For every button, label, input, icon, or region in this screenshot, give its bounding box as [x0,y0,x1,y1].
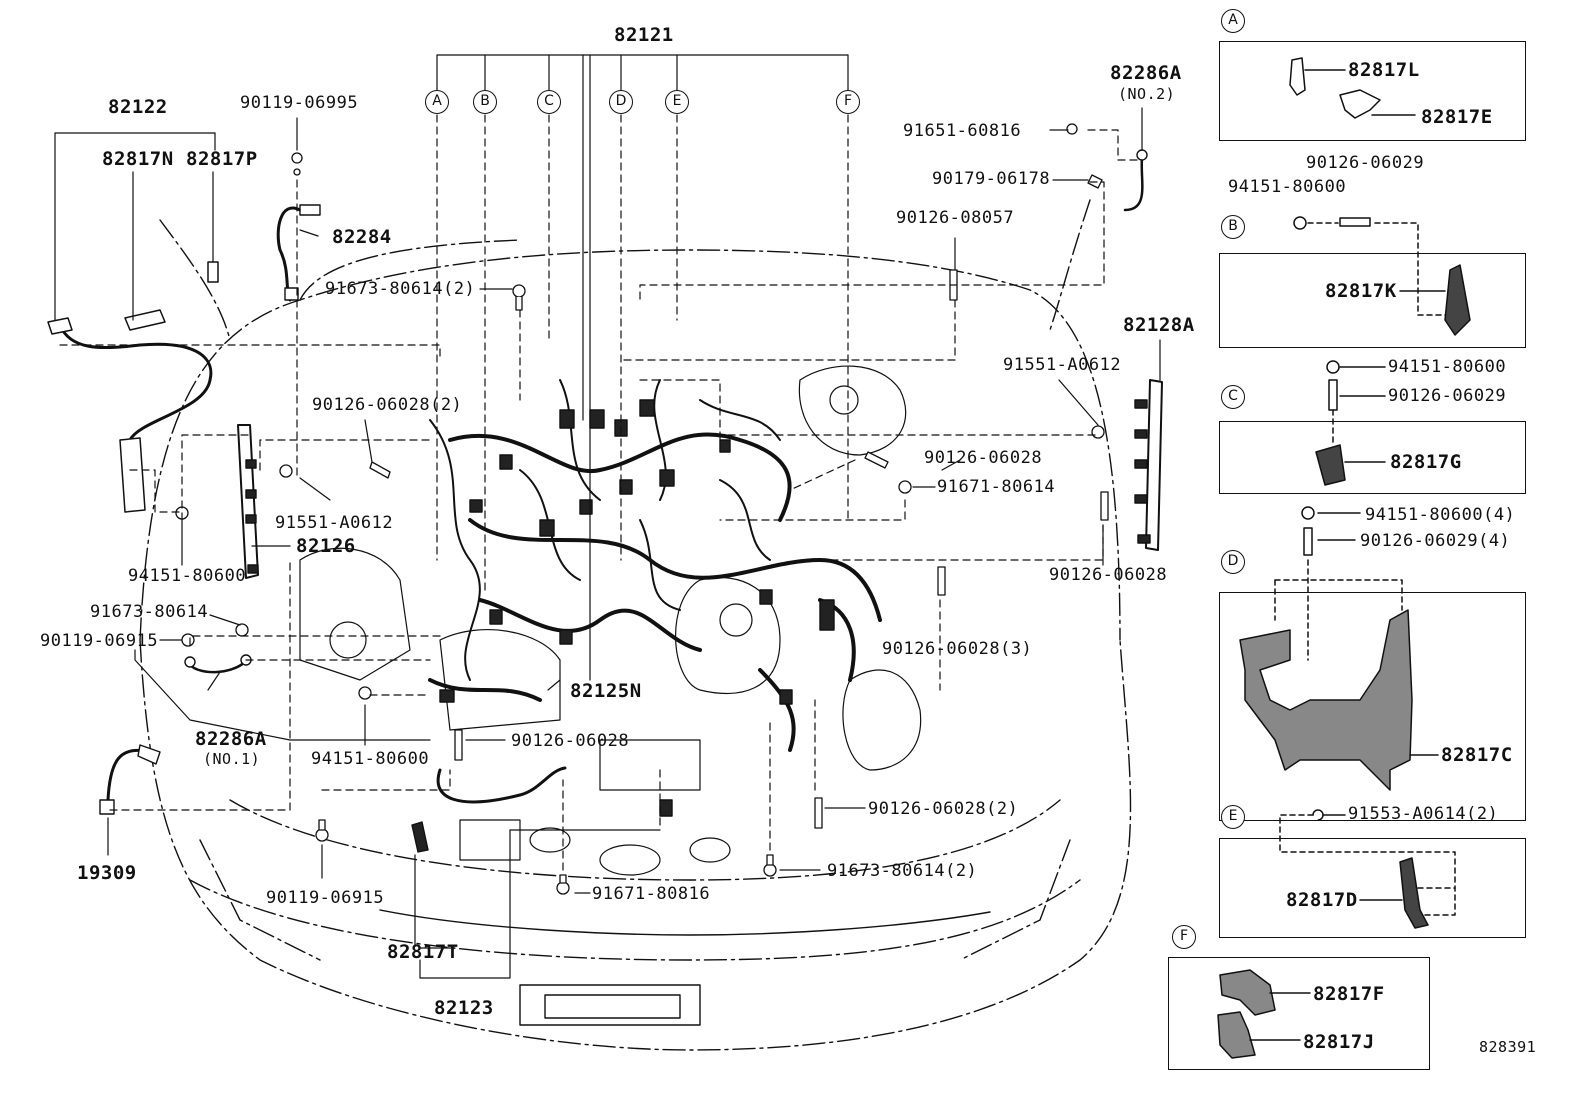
panel-c-82817g[interactable]: 82817G [1390,451,1462,473]
panel-f-marker: F [1172,925,1196,949]
panel-d-82817c[interactable]: 82817C [1441,744,1513,766]
callout-82121[interactable]: 82121 [614,24,674,46]
fasteners [175,123,1109,895]
callout-94151-80600-left[interactable]: 94151-80600 [128,566,247,586]
panel-c [1219,421,1526,494]
callout-91671-80816[interactable]: 91671-80816 [592,884,711,904]
panel-c-parts [1315,360,1386,486]
callout-90126-06028-3[interactable]: 90126-06028(3) [882,639,1033,659]
panel-c-90126-06029[interactable]: 90126-06029 [1388,386,1507,406]
callout-91673-80614-2-top[interactable]: 91673-80614(2) [325,279,476,299]
panel-d-94151-80600-4[interactable]: 94151-80600(4) [1365,505,1516,525]
callout-90126-06028-mid[interactable]: 90126-06028 [511,731,630,751]
panel-b-marker: B [1221,215,1245,239]
callout-82286a-no1[interactable]: 82286A [195,728,267,750]
callout-90179-06178[interactable]: 90179-06178 [932,169,1051,189]
marker-c[interactable]: C [537,90,561,114]
panel-b-parts [1293,216,1471,336]
panel-b-90126-06029[interactable]: 90126-06029 [1306,153,1425,173]
solid-leaders [54,54,1161,979]
panel-d-90126-06029-4[interactable]: 90126-06029(4) [1360,531,1511,551]
panel-d [1219,592,1526,821]
vehicle-body-outline [139,199,1132,1051]
panel-d-marker: D [1221,550,1245,574]
strap-82286a-no1 [188,660,247,674]
callout-82126[interactable]: 82126 [296,535,356,557]
connectors [439,399,835,817]
callout-90126-06028-right[interactable]: 90126-06028 [1049,565,1168,585]
panel-e-91553-a0614-2[interactable]: 91553-A0614(2) [1348,804,1499,824]
callout-19309[interactable]: 19309 [77,862,137,884]
marker-f[interactable]: F [836,90,860,114]
marker-a[interactable]: A [425,90,449,114]
cable-lower [436,766,567,804]
diagram-id: 828391 [1479,1038,1537,1056]
panel-f [1168,957,1430,1070]
callout-82817p[interactable]: 82817P [186,148,258,170]
callout-90119-06915-left[interactable]: 90119-06915 [40,631,159,651]
callout-91651-60816[interactable]: 91651-60816 [903,121,1022,141]
callout-91551-a0612-left[interactable]: 91551-A0612 [275,513,394,533]
panel-e-82817d[interactable]: 82817D [1286,889,1358,911]
callout-91673-80614[interactable]: 91673-80614 [90,602,209,622]
panel-e-parts [1279,809,1456,929]
callout-82128a[interactable]: 82128A [1123,314,1195,336]
callout-90126-06028-2-left[interactable]: 90126-06028(2) [312,395,463,415]
panel-b [1219,253,1526,348]
callout-82123[interactable]: 82123 [434,997,494,1019]
grille [379,909,991,1026]
dashed-leaders [59,114,1141,871]
callout-90126-08057[interactable]: 90126-08057 [896,208,1015,228]
panel-f-82817f[interactable]: 82817F [1313,983,1385,1005]
panel-c-marker: C [1221,385,1245,409]
callout-90126-06028-2-right[interactable]: 90126-06028(2) [868,799,1019,819]
callout-90119-06915-bottom[interactable]: 90119-06915 [266,888,385,908]
panel-a-82817l[interactable]: 82817L [1348,59,1420,81]
panel-e [1219,838,1526,938]
callout-82286a-no2[interactable]: 82286A [1110,62,1182,84]
panel-b-94151-80600[interactable]: 94151-80600 [1228,177,1347,197]
wire-harness [428,432,882,752]
panel-a-marker: A [1221,9,1245,33]
panel-a-parts [1289,57,1416,119]
callout-no2: (NO.2) [1118,85,1176,103]
callout-82125n[interactable]: 82125N [570,680,642,702]
callout-no1: (NO.1) [203,750,261,768]
harness-82122-parts [47,261,219,513]
callout-94151-80600-mid[interactable]: 94151-80600 [311,749,430,769]
engine-components [299,365,922,876]
callout-82817n[interactable]: 82817N [102,148,174,170]
callout-82122[interactable]: 82122 [108,96,168,118]
panel-c-94151-80600[interactable]: 94151-80600 [1388,357,1507,377]
marker-e[interactable]: E [665,90,689,114]
bracket-82128a [1145,379,1163,551]
callout-91673-80614-2-bottom[interactable]: 91673-80614(2) [827,861,978,881]
callout-82817t[interactable]: 82817T [387,941,459,963]
callout-91671-80614[interactable]: 91671-80614 [937,477,1056,497]
panel-a [1219,41,1526,141]
marker-b[interactable]: B [473,90,497,114]
callout-90119-06995[interactable]: 90119-06995 [240,93,359,113]
callout-90126-06028-upper[interactable]: 90126-06028 [924,448,1043,468]
panel-e-marker: E [1221,805,1245,829]
panel-d-parts [1239,506,1439,791]
panel-f-82817j[interactable]: 82817J [1303,1031,1375,1053]
panel-f-parts [1217,969,1311,1059]
marker-d[interactable]: D [609,90,633,114]
callout-82284[interactable]: 82284 [332,226,392,248]
callout-91551-a0612-right[interactable]: 91551-A0612 [1003,355,1122,375]
strap-82286a-no2 [1123,156,1144,212]
panel-b-82817k[interactable]: 82817K [1325,280,1397,302]
panel-a-82817e[interactable]: 82817E [1421,106,1493,128]
bracket-82126 [237,424,259,579]
